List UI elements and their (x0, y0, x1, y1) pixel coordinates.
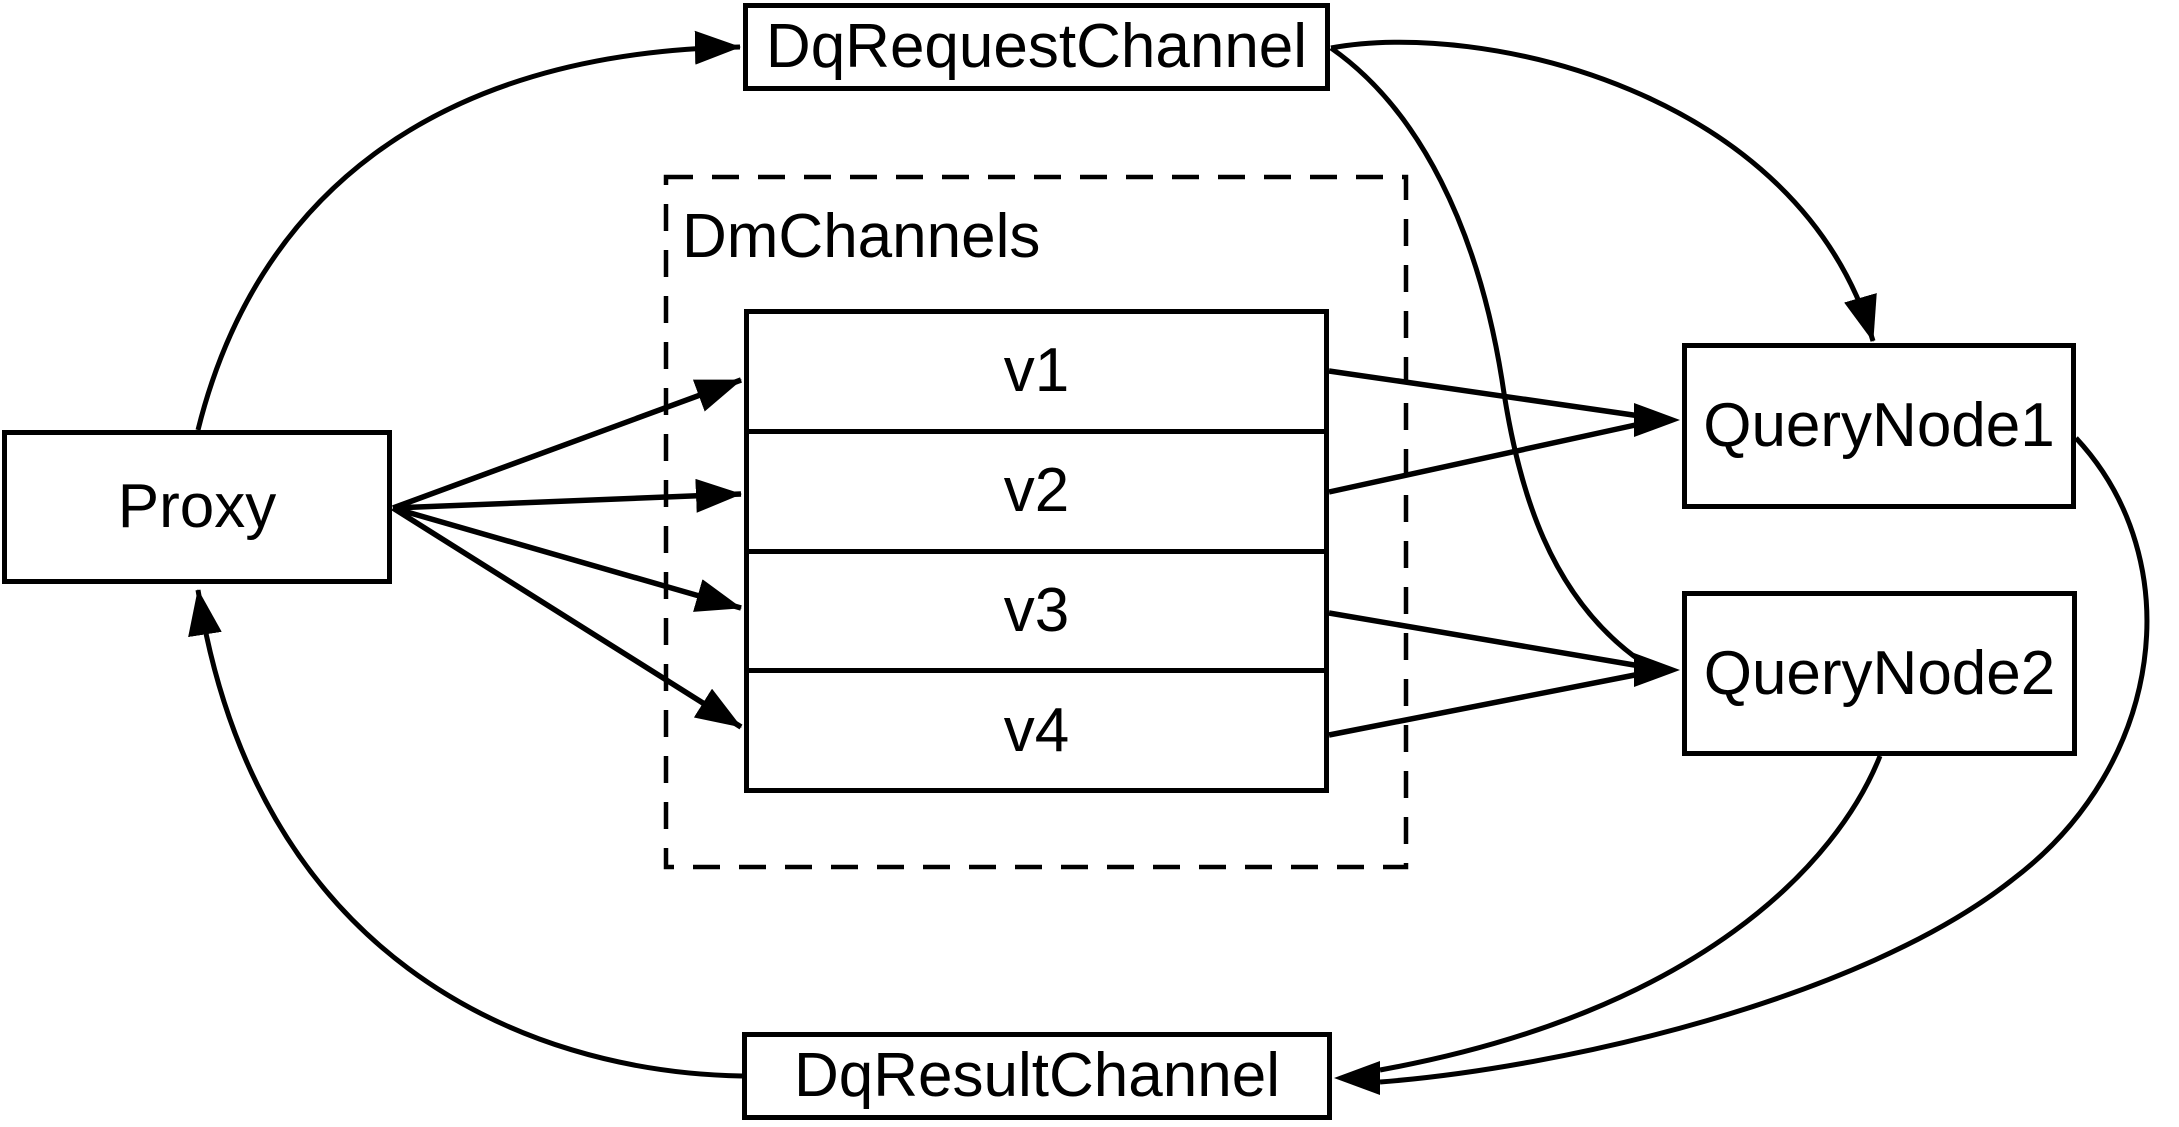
edge-proxy-to-dqrequestchannel (195, 30, 741, 431)
dm-channel-row-v3: v3 (749, 548, 1324, 669)
edge-querynode1-to-dqresultchannel (1379, 436, 2150, 1085)
node-dq-result-channel: DqResultChannel (742, 1032, 1332, 1120)
node-proxy-label: Proxy (117, 472, 277, 541)
edge-dqrequestchannel-to-querynode2 (1329, 45, 1644, 665)
edge-dqresultchannel-to-proxy (188, 589, 743, 1079)
edge-proxy-to-v3 (392, 505, 742, 612)
edge-v3-to-querynode2 (1328, 610, 1641, 669)
dm-channels-group-label: DmChannels (682, 202, 1041, 271)
arrowhead-querynode2-left (1634, 653, 1680, 687)
dm-channel-v3-label: v3 (1003, 575, 1070, 645)
edge-proxy-to-v1 (392, 377, 742, 511)
dm-channel-row-v4: v4 (749, 668, 1324, 788)
dm-channel-row-v1: v1 (749, 314, 1324, 429)
dm-channels-group-border (663, 174, 1409, 870)
edge-querynode2-to-dqresultchannel (1379, 755, 1883, 1073)
dm-channel-v2-label: v2 (1003, 456, 1070, 526)
dm-channel-v4-label: v4 (1003, 695, 1070, 765)
edge-dqrequestchannel-to-querynode1 (1330, 39, 1877, 342)
node-query-node-2: QueryNode2 (1682, 591, 2077, 756)
node-dq-request-channel-label: DqRequestChannel (765, 12, 1308, 81)
node-dq-request-channel: DqRequestChannel (743, 3, 1330, 91)
edge-proxy-to-v2 (392, 478, 742, 513)
edge-v2-to-querynode1 (1328, 421, 1641, 495)
edge-v4-to-querynode2 (1328, 671, 1641, 738)
node-dq-result-channel-label: DqResultChannel (794, 1041, 1280, 1110)
node-proxy: Proxy (2, 430, 392, 584)
node-query-node-1: QueryNode1 (1682, 343, 2076, 509)
arrowhead-querynode1-left (1634, 403, 1680, 437)
edge-v1-to-querynode1 (1328, 368, 1641, 419)
edge-proxy-to-v4 (391, 505, 743, 730)
dm-channels-table: v1 v2 v3 v4 (744, 309, 1329, 793)
node-query-node-2-label: QueryNode2 (1703, 638, 2056, 708)
dm-channel-row-v2: v2 (749, 428, 1324, 549)
node-query-node-1-label: QueryNode1 (1703, 391, 2055, 460)
arrowhead-dqresultchannel-right (1334, 1061, 1380, 1095)
dm-channel-v1-label: v1 (1003, 336, 1070, 406)
